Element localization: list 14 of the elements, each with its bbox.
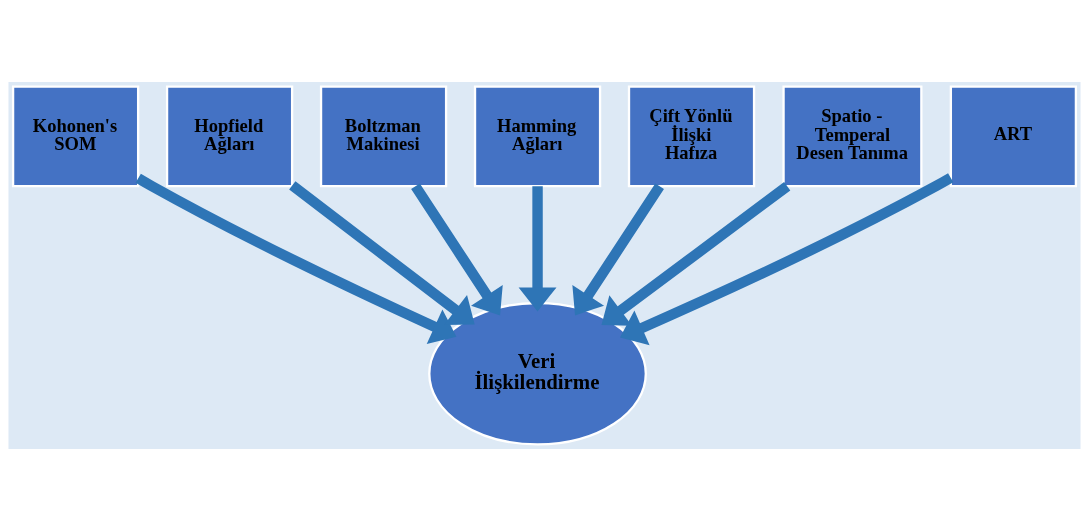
node-box: Hopfield Ağları xyxy=(165,85,294,188)
node-box: Çift Yönlü İlişki Hafıza xyxy=(627,85,756,188)
arrow xyxy=(601,182,791,326)
node-box: ART xyxy=(949,85,1078,188)
arrow xyxy=(619,173,954,346)
arrow xyxy=(135,173,457,344)
node-box: Hamming Ağları xyxy=(473,85,602,188)
node-box: Boltzman Makinesi xyxy=(319,85,448,188)
node-box: Kohonen's SOM xyxy=(11,85,140,188)
arrow xyxy=(572,183,664,316)
arrow xyxy=(518,186,557,312)
arrow xyxy=(289,181,475,326)
node-box: Spatio - Temperal Desen Tanıma xyxy=(782,85,923,188)
arrow xyxy=(411,183,503,316)
